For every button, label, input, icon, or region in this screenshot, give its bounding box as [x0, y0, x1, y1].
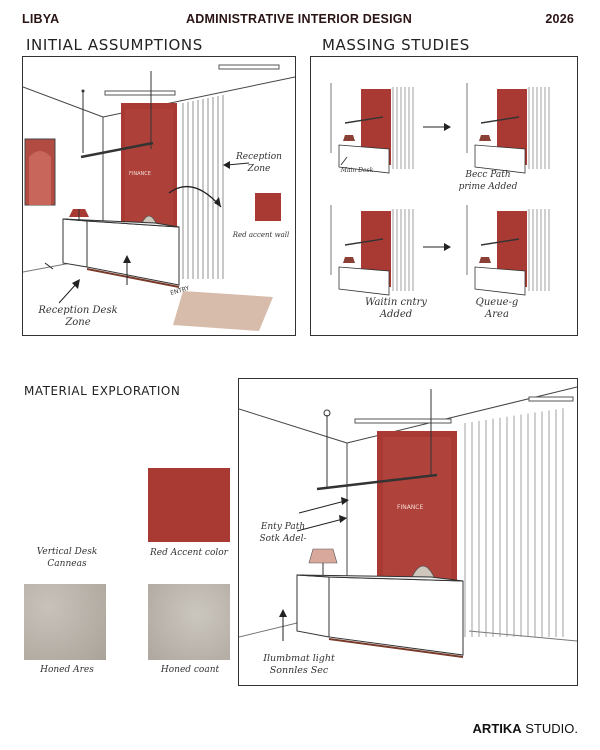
desk-zone-label: Reception Desk Zone: [38, 305, 118, 328]
final-sketch-panel: FINANCE Enty Path Sotk Adel- Ilumbmat li…: [238, 378, 578, 686]
entry-path-label: Enty Path Sotk Adel-: [259, 522, 307, 544]
back-path-label: Becc Path prime Added: [458, 170, 518, 192]
massing-sketch-drawing: [330, 83, 550, 296]
reception-zone-label: Reception Zone: [236, 152, 282, 174]
brand-suffix: STUDIO.: [521, 721, 578, 736]
initial-sketch-panel: FINANCE ENTRY Reception Zone Red a: [22, 56, 296, 336]
header-location: LIBYA: [22, 12, 60, 26]
main-desk-label: Main Desk: [340, 167, 374, 174]
initial-logo-text: FINANCE: [129, 171, 151, 177]
lighting-label: Ilumbmat light Sonnles Sec: [263, 653, 335, 676]
material-label-honed-2: Honed coant: [160, 665, 220, 675]
material-swatch-vertical: [24, 468, 106, 540]
material-label-red: Red Accent color: [150, 548, 228, 558]
massing-sketch-panel: Main Desk Becc Path prime Added Waitin c…: [310, 56, 578, 336]
material-label-vertical: Vertical Desk Canneas: [36, 547, 98, 569]
section-title-massing: MASSING STUDIES: [322, 36, 470, 54]
material-swatch-honed-2: [148, 584, 230, 660]
header-title: ADMINISTRATIVE INTERIOR DESIGN: [186, 12, 412, 26]
waiting-entry-label: Waitin cntry Added: [365, 297, 427, 320]
accent-wall-label: Red accent wall: [232, 231, 290, 239]
brand-name: ARTIKA: [472, 721, 522, 736]
section-title-initial: INITIAL ASSUMPTIONS: [26, 36, 203, 54]
section-title-material: MATERIAL EXPLORATION: [24, 384, 181, 398]
header-year: 2026: [545, 12, 574, 26]
final-sketch-drawing: FINANCE: [239, 386, 577, 658]
material-swatch-honed-1: [24, 584, 106, 660]
studio-brand: ARTIKA STUDIO.: [473, 721, 578, 736]
material-swatch-red: [148, 468, 230, 542]
queuing-area-label: Queue-g Area: [475, 297, 519, 320]
initial-sketch-drawing: FINANCE ENTRY: [23, 64, 295, 331]
material-label-honed-1: Honed Ares: [40, 665, 94, 675]
final-logo-text: FINANCE: [397, 504, 423, 511]
